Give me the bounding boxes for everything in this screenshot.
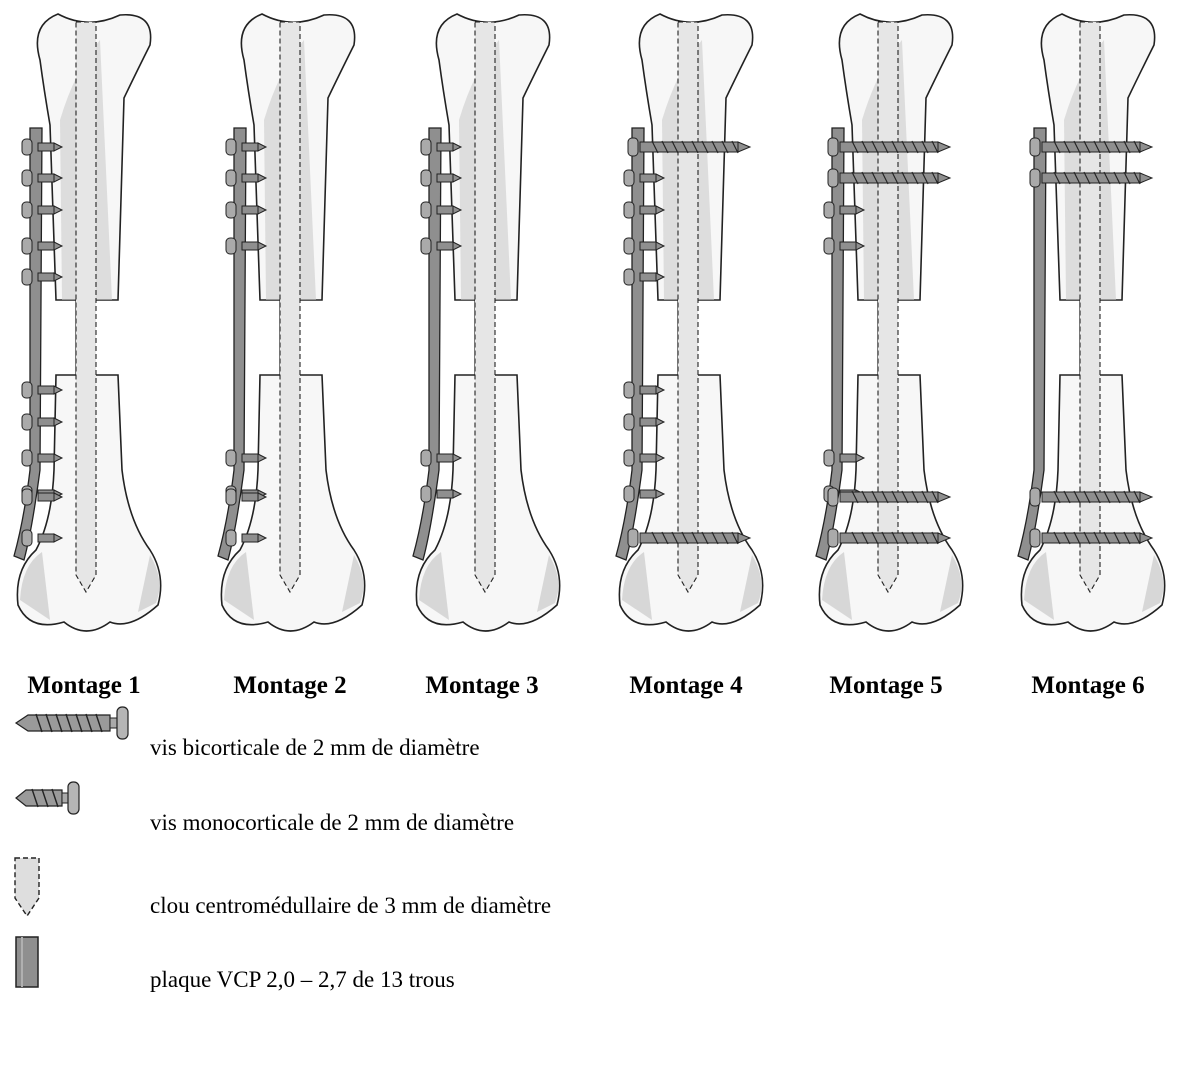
femur-montage-4 [616,14,763,631]
montage-6-caption: Montage 6 [988,672,1188,700]
intramedullary-pin-icon [12,856,42,918]
legend-bicortical-label: vis bicorticale de 2 mm de diamètre [150,735,480,761]
intramedullary-pin [475,22,495,592]
legend-plate-label: plaque VCP 2,0 – 2,7 de 13 trous [150,967,455,993]
montage-3-caption: Montage 3 [382,672,582,700]
legend-monocortical-label: vis monocorticale de 2 mm de diamètre [150,810,514,836]
bicortical-screw-icon [14,706,134,740]
femur-montage-5 [816,14,963,631]
monocortical-screw-icon [14,781,84,815]
femur-montage-2 [218,14,365,631]
montage-1-caption: Montage 1 [0,672,184,700]
plate-icon [14,936,40,988]
femur-montage-6 [1018,14,1165,631]
intramedullary-pin [280,22,300,592]
intramedullary-pin [878,22,898,592]
montage-4-caption: Montage 4 [586,672,786,700]
femur-montages-figure [0,0,1203,650]
montage-2-caption: Montage 2 [190,672,390,700]
intramedullary-pin [678,22,698,592]
legend-pin-label: clou centromédullaire de 3 mm de diamètr… [150,893,551,919]
intramedullary-pin [76,22,96,592]
femur-montage-3 [413,14,560,631]
montage-5-caption: Montage 5 [786,672,986,700]
femur-montage-1 [14,14,161,631]
intramedullary-pin [1080,22,1100,592]
